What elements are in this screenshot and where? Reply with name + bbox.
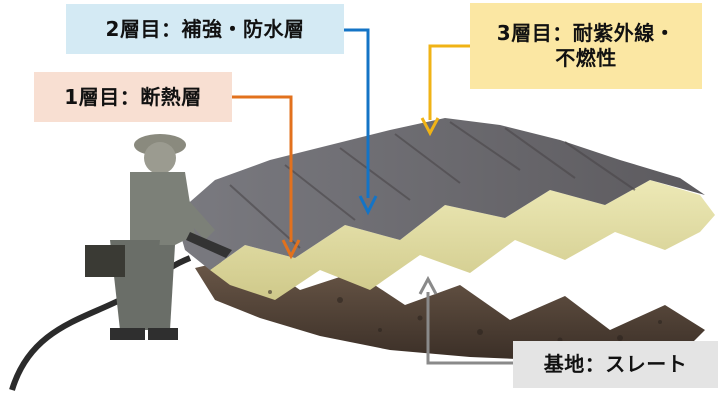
label-layer3-line1: 3層目：耐紫外線・ <box>496 21 676 45</box>
arrow-layer3 <box>420 44 470 137</box>
foam-insulation-layer <box>210 180 715 300</box>
label-layer1-text: 1層目：断熱層 <box>64 84 202 109</box>
arrow-layer3-line <box>428 44 470 120</box>
slate-base-layer <box>195 255 705 360</box>
label-layer3-uv-resistant: 3層目：耐紫外線・ 不燃性 <box>470 3 702 89</box>
arrow-layer3-head <box>420 117 440 137</box>
arrow-base-head <box>418 275 438 295</box>
label-layer1-insulation: 1層目：断熱層 <box>34 72 232 122</box>
worker-figure <box>9 134 232 391</box>
arrow-layer2-line <box>344 28 370 198</box>
label-layer2-text: 2層目：補強・防水層 <box>105 16 305 41</box>
label-layer2-reinforcement: 2層目：補強・防水層 <box>66 4 344 54</box>
arrow-base <box>418 275 513 365</box>
label-base-slate: 基地：スレート <box>513 341 718 388</box>
arrow-layer1-head <box>281 239 301 260</box>
top-coating-layer <box>175 118 705 270</box>
arrow-layer2 <box>344 28 378 216</box>
arrow-layer1-line <box>232 95 293 242</box>
spray-gun <box>186 232 232 258</box>
arrow-base-line <box>426 292 513 365</box>
arrow-layer1 <box>232 95 301 260</box>
corrugation-ridges <box>229 121 636 249</box>
label-layer3-line2: 不燃性 <box>555 46 617 70</box>
arrow-layer2-head <box>358 195 378 216</box>
label-base-text: 基地：スレート <box>543 352 688 376</box>
